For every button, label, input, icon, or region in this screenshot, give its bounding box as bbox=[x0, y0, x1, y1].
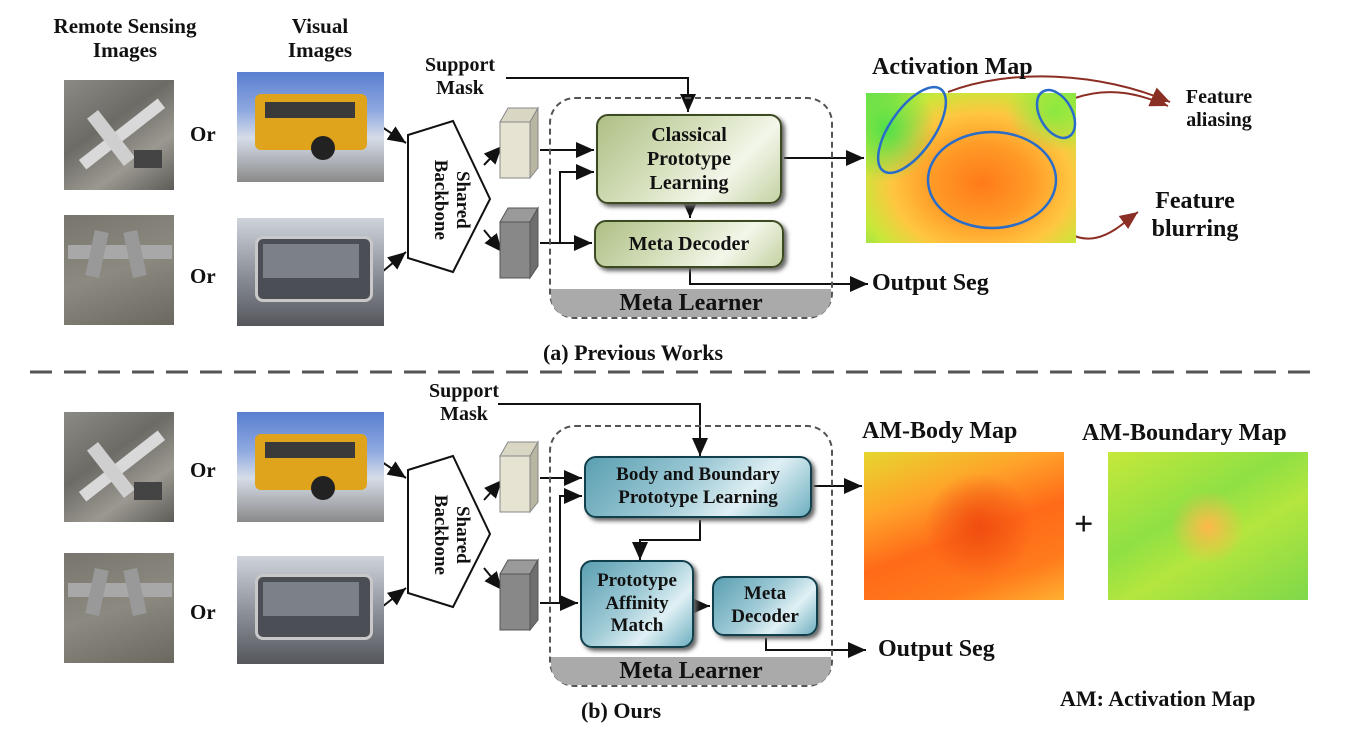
output-seg-label-bottom: Output Seg bbox=[878, 636, 995, 662]
am-body-map-heatmap bbox=[864, 452, 1064, 600]
meta-learner-frame-top bbox=[549, 97, 833, 319]
shared-backbone-shape-top bbox=[407, 119, 492, 274]
visual-image-bus-front bbox=[237, 218, 384, 326]
caption-previous-works: (a) Previous Works bbox=[542, 340, 724, 365]
feature-blurring-label: Feature blurring bbox=[1151, 188, 1239, 242]
arrow-image-to-backbone bbox=[381, 587, 407, 608]
arrow-image-to-backbone bbox=[381, 461, 407, 479]
meta-decoder-box-bottom: Meta Decoder bbox=[712, 576, 818, 636]
arrow-image-to-backbone bbox=[381, 251, 407, 273]
am-boundary-map-heatmap bbox=[1108, 452, 1308, 600]
arrow-support-mask-bottom bbox=[498, 403, 708, 456]
shared-backbone-label-top: Shared Backbone bbox=[430, 159, 473, 240]
query-feature-cube-bottom bbox=[499, 558, 539, 632]
query-feature-cube-top bbox=[499, 206, 539, 280]
legend-activation-map: AM: Activation Map bbox=[1060, 686, 1256, 711]
output-seg-label-top: Output Seg bbox=[872, 270, 989, 296]
arrow-query-to-body-boundary bbox=[559, 488, 582, 603]
or-label: Or bbox=[190, 122, 216, 146]
activation-map-heatmap bbox=[866, 93, 1076, 243]
support-feature-cube-bottom bbox=[499, 440, 539, 514]
prototype-affinity-match-box: Prototype Affinity Match bbox=[580, 560, 694, 648]
arrow-aliasing-1 bbox=[947, 75, 1171, 103]
plus-sign: + bbox=[1074, 506, 1094, 543]
classical-prototype-learning-box: Classical Prototype Learning bbox=[596, 114, 782, 204]
remote-sensing-image-airport bbox=[64, 215, 174, 325]
shared-backbone-shape-bottom bbox=[407, 454, 492, 609]
arrow-support-mask-top bbox=[506, 77, 696, 112]
am-body-map-title: AM-Body Map bbox=[862, 418, 1018, 444]
visual-image-school-bus bbox=[237, 412, 384, 522]
remote-sensing-image-airplane bbox=[64, 80, 174, 190]
meta-learner-label-top: Meta Learner bbox=[551, 289, 831, 317]
arrow-backbone-to-support-feature bbox=[483, 145, 503, 166]
visual-image-bus-front bbox=[237, 556, 384, 664]
or-label: Or bbox=[190, 458, 216, 482]
column-title-visual: Visual Images bbox=[287, 14, 353, 63]
or-label: Or bbox=[190, 600, 216, 624]
or-label: Or bbox=[190, 264, 216, 288]
arrow-decoder-to-output-top bbox=[689, 268, 868, 292]
feature-aliasing-label: Feature aliasing bbox=[1185, 86, 1253, 131]
visual-image-school-bus bbox=[237, 72, 384, 182]
meta-learner-frame-bottom bbox=[549, 425, 833, 687]
body-boundary-prototype-learning-box: Body and Boundary Prototype Learning bbox=[584, 456, 812, 518]
support-mask-label-bottom: Support Mask bbox=[428, 380, 500, 425]
shared-backbone-label-bottom: Shared Backbone bbox=[430, 494, 473, 575]
caption-ours: (b) Ours bbox=[580, 698, 662, 723]
remote-sensing-image-airport bbox=[64, 553, 174, 663]
arrow-image-to-backbone bbox=[381, 126, 407, 144]
arrow-backbone-to-query-feature bbox=[483, 229, 503, 253]
meta-decoder-box-top: Meta Decoder bbox=[594, 220, 784, 268]
activation-map-title: Activation Map bbox=[872, 54, 1033, 80]
arrow-query-to-classical bbox=[559, 164, 594, 243]
arrow-backbone-to-support-feature bbox=[483, 479, 503, 501]
arrow-backbone-to-query-feature bbox=[483, 567, 503, 591]
column-title-remote-sensing: Remote Sensing Images bbox=[53, 14, 197, 63]
arrow-body-boundary-to-affinity bbox=[632, 520, 701, 560]
meta-learner-label-bottom: Meta Learner bbox=[551, 657, 831, 685]
am-boundary-map-title: AM-Boundary Map bbox=[1082, 420, 1287, 446]
remote-sensing-image-airplane bbox=[64, 412, 174, 522]
support-feature-cube-top bbox=[499, 106, 539, 180]
arrow-aliasing-2 bbox=[1074, 91, 1169, 107]
support-mask-label-top: Support Mask bbox=[424, 54, 496, 99]
